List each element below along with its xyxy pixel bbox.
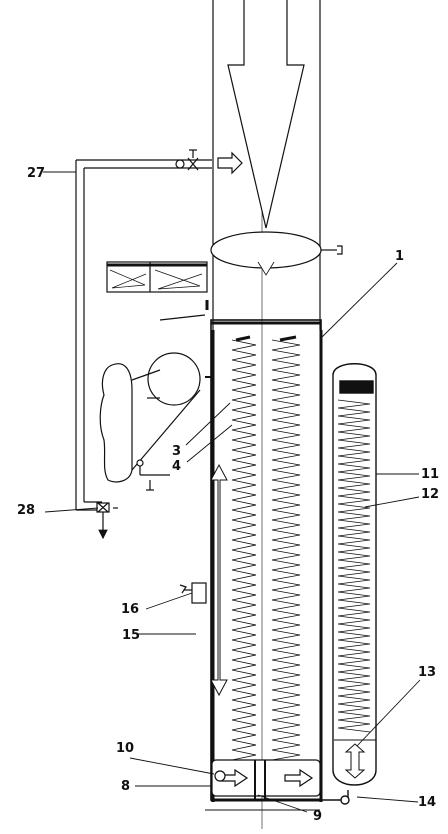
label-14: 14 (418, 795, 436, 810)
label-28: 28 (17, 503, 35, 518)
label-13: 13 (418, 665, 436, 680)
pump-assembly (99, 300, 212, 491)
pipe-27 (75, 149, 243, 511)
label-11: 11 (421, 467, 439, 482)
device-16 (179, 582, 207, 604)
valve-28 (96, 502, 118, 540)
coil-left (231, 335, 257, 761)
label-8: 8 (121, 779, 130, 794)
label-16: 16 (121, 602, 139, 617)
coil-right (271, 335, 301, 761)
leader-lines (43, 171, 421, 813)
lens-element (210, 231, 343, 276)
double-arrow-vertical (210, 463, 228, 697)
label-12: 12 (421, 487, 439, 502)
main-vessel (210, 319, 323, 802)
label-3: 3 (172, 444, 181, 459)
label-4: 4 (172, 459, 181, 474)
flow-down-arrow (227, 0, 305, 229)
label-27: 27 (27, 166, 45, 181)
label-15: 15 (122, 628, 140, 643)
callout-labels: 1 3 4 8 9 10 11 12 13 14 15 16 27 28 (17, 166, 439, 824)
label-1: 1 (395, 249, 404, 264)
label-9: 9 (313, 809, 322, 824)
label-10: 10 (116, 741, 134, 756)
side-vessel (321, 363, 377, 805)
filter-box (106, 261, 208, 293)
bottom-chamber (205, 759, 321, 811)
